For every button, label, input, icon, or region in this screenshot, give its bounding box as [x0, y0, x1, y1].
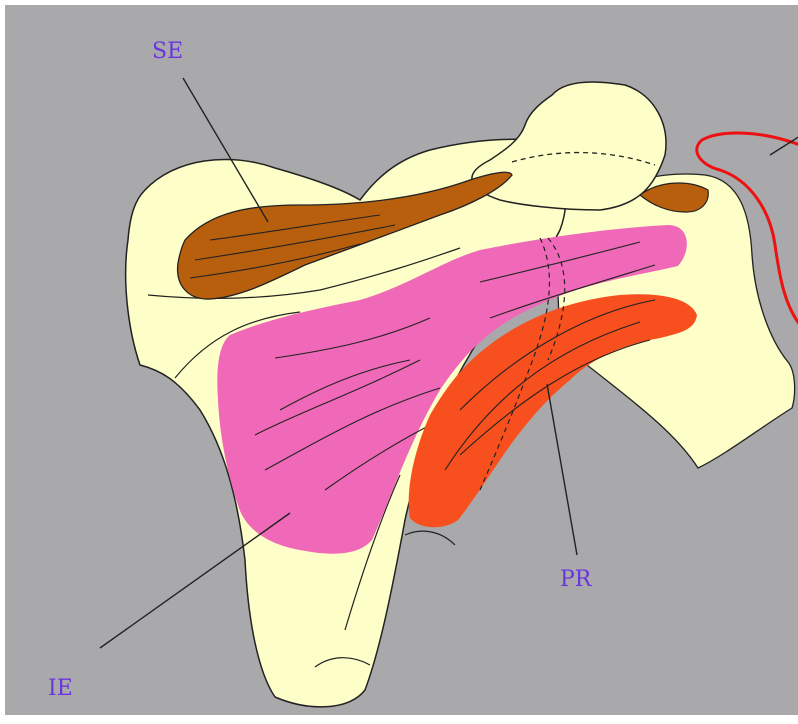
label-se: SE [152, 39, 183, 64]
label-pr: PR [560, 567, 593, 592]
label-ie: IE [48, 676, 73, 701]
